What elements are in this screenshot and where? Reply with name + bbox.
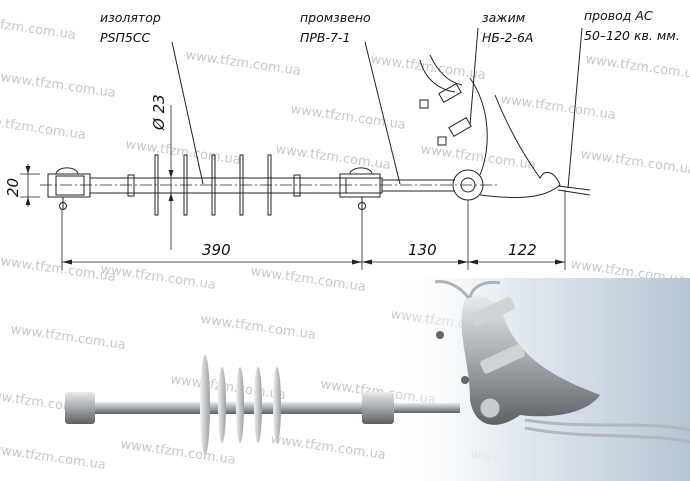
diameter-dimension: Ø 23: [150, 94, 168, 130]
leader-line-link: [364, 41, 401, 185]
clamp-model: НБ-2-6А: [482, 30, 534, 45]
insulator-length-dimension: 390: [202, 241, 231, 259]
clamp-title: зажим: [482, 10, 526, 25]
clamp-drawing: [419, 54, 591, 201]
insulator-title: изолятор: [100, 10, 161, 25]
clamp-length-dimension: 122: [508, 241, 537, 259]
link-length-dimension: 130: [408, 241, 437, 259]
link-title: промзвено: [300, 10, 371, 25]
leader-line-insulator: [171, 41, 204, 185]
leader-line-clamp: [469, 27, 479, 126]
wire-title: провод АС: [584, 8, 653, 23]
height-dimension: 20: [4, 177, 22, 197]
left-clevis: [47, 173, 91, 198]
right-clevis: [339, 173, 381, 198]
leader-line-wire: [567, 27, 583, 189]
insulator-sheds: [154, 154, 272, 216]
wire-spec: 50–120 кв. мм.: [584, 28, 680, 43]
insulator-model: PSП5CC: [100, 30, 151, 45]
render-3d: [65, 278, 690, 481]
render-sheds: [200, 355, 281, 455]
link-model: ПРВ-7-1: [300, 30, 351, 45]
